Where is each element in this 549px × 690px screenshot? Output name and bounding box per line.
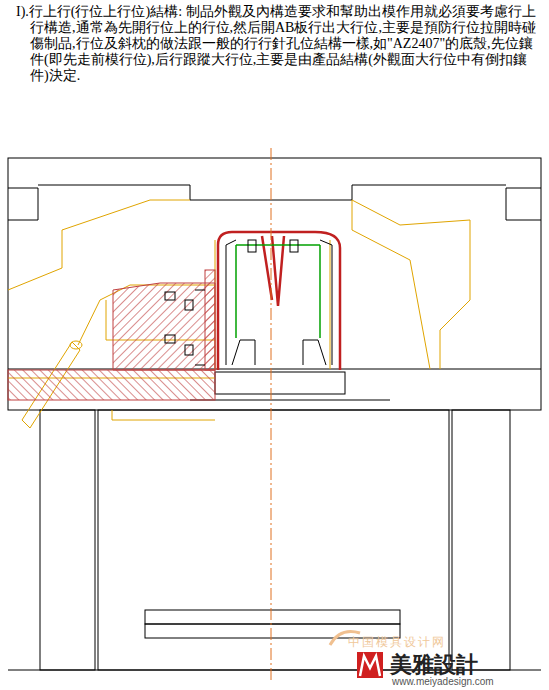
description-paragraph: I).行上行(行位上行位)結構: 制品外觀及內構造要求和幫助出模作用就必須要考慮… <box>8 4 540 84</box>
watermark-logo-text: 美雅設計 <box>390 650 478 680</box>
watermark-text: 中国模具设计网 <box>348 634 446 651</box>
watermark-url: www.meiyadesign.com <box>392 676 494 687</box>
